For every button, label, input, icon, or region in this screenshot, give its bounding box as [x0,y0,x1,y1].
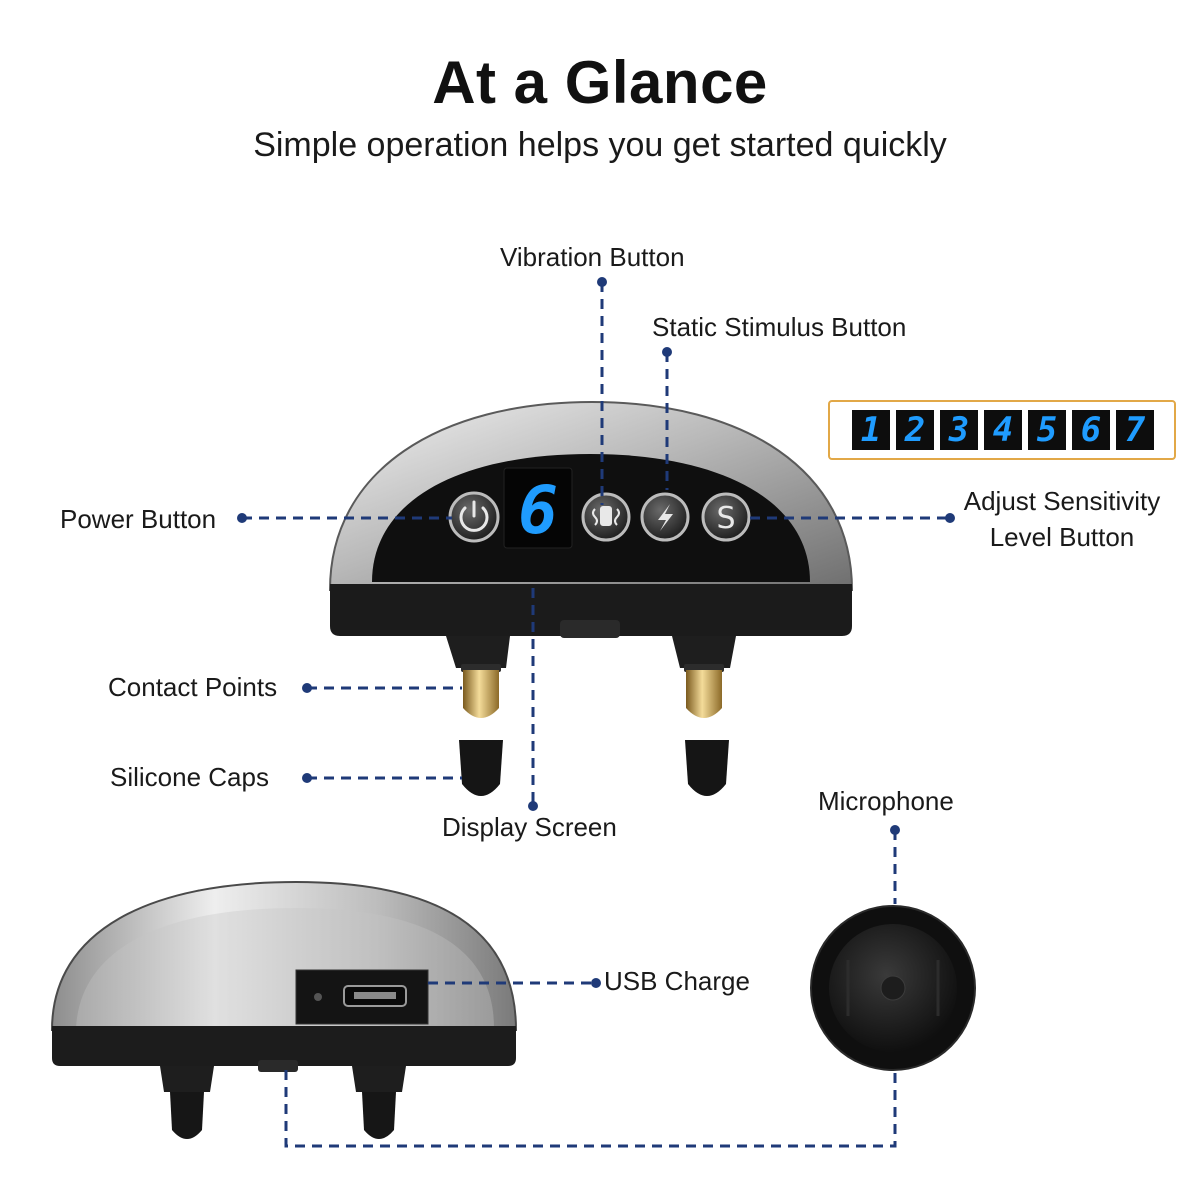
lightning-icon [658,504,673,531]
static-stimulus-button[interactable] [640,492,690,542]
collar-receiver-side [50,880,518,1139]
label-display-screen: Display Screen [442,812,617,842]
adjust-sensitivity-button[interactable]: S [701,492,751,542]
label-vibration-button: Vibration Button [500,242,685,272]
vibration-button[interactable] [581,492,631,542]
power-button[interactable] [448,491,500,543]
label-adjust-sensitivity-line2: Level Button [989,522,1135,552]
label-usb-charge: USB Charge [604,966,750,996]
contact-point-right [684,664,724,718]
leader-lines [242,282,950,1148]
level-digit: 3 [940,410,978,450]
display-digit: 6 [518,472,558,549]
level-digit: 2 [896,410,934,450]
silicone-cap-right [685,740,729,796]
level-digit: 4 [984,410,1022,450]
label-silicone-caps: Silicone Caps [110,762,269,792]
level-digit: 6 [1072,410,1110,450]
label-adjust-sensitivity-line1: Adjust Sensitivity [963,486,1161,516]
microphone-part [810,905,976,1071]
sensitivity-level-strip: 1 2 3 4 5 6 7 [828,400,1176,460]
page-title: At a Glance [432,49,768,116]
level-digit: 7 [1116,410,1154,450]
s-letter-icon: S [716,501,735,536]
level-digit: 1 [852,410,890,450]
vibration-icon [592,506,620,526]
leader-dots [237,277,955,988]
display-screen [503,467,573,549]
collar-receiver-front: 6 S [328,400,854,796]
label-static-stimulus-button: Static Stimulus Button [652,312,907,342]
label-contact-points: Contact Points [108,672,278,702]
label-microphone: Microphone [818,786,954,816]
label-power-button: Power Button [60,504,217,534]
page-subtitle: Simple operation helps you get started q… [253,126,947,164]
contact-point-left [461,664,501,718]
usb-charge-port [295,969,429,1025]
level-digit: 5 [1028,410,1066,450]
power-icon [459,500,489,532]
silicone-cap-left [459,740,503,796]
